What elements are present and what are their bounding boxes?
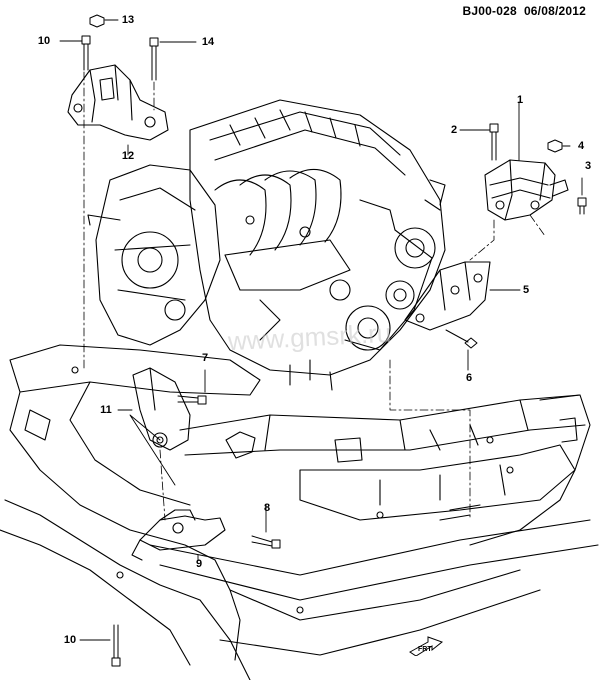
leader-lines bbox=[59, 19, 583, 641]
rear-mount-9 bbox=[131, 509, 226, 561]
engine-assembly bbox=[87, 99, 446, 391]
callout-1: 1 bbox=[516, 94, 524, 106]
bolts bbox=[81, 14, 587, 667]
callout-3: 3 bbox=[584, 160, 592, 172]
frt-arrow-icon: FRT bbox=[409, 636, 444, 657]
torque-strut-11 bbox=[132, 367, 191, 451]
callout-10-upper: 10 bbox=[37, 35, 51, 47]
callout-2: 2 bbox=[450, 124, 458, 136]
transaxle-mount-12 bbox=[67, 64, 169, 141]
bracket-5 bbox=[404, 261, 491, 331]
callout-8: 8 bbox=[263, 502, 271, 514]
chassis-frame bbox=[0, 344, 599, 680]
callout-10-lower: 10 bbox=[63, 634, 77, 646]
callout-12: 12 bbox=[121, 150, 135, 162]
document-id: BJ00-028 bbox=[462, 4, 517, 18]
callout-4: 4 bbox=[577, 140, 585, 152]
callout-7: 7 bbox=[201, 352, 209, 364]
diagram-header: BJ00-028 06/08/2012 bbox=[463, 4, 586, 18]
callout-9: 9 bbox=[195, 558, 203, 570]
callout-13: 13 bbox=[121, 14, 135, 26]
engine-mount-1 bbox=[484, 159, 569, 221]
callout-11: 11 bbox=[100, 404, 112, 416]
callout-14: 14 bbox=[201, 36, 215, 48]
alignment-lines bbox=[83, 71, 546, 521]
callout-6: 6 bbox=[465, 372, 473, 384]
callout-5: 5 bbox=[522, 284, 530, 296]
document-date: 06/08/2012 bbox=[523, 4, 586, 18]
front-direction-arrow: FRT bbox=[408, 636, 444, 657]
frt-label: FRT bbox=[418, 646, 432, 653]
